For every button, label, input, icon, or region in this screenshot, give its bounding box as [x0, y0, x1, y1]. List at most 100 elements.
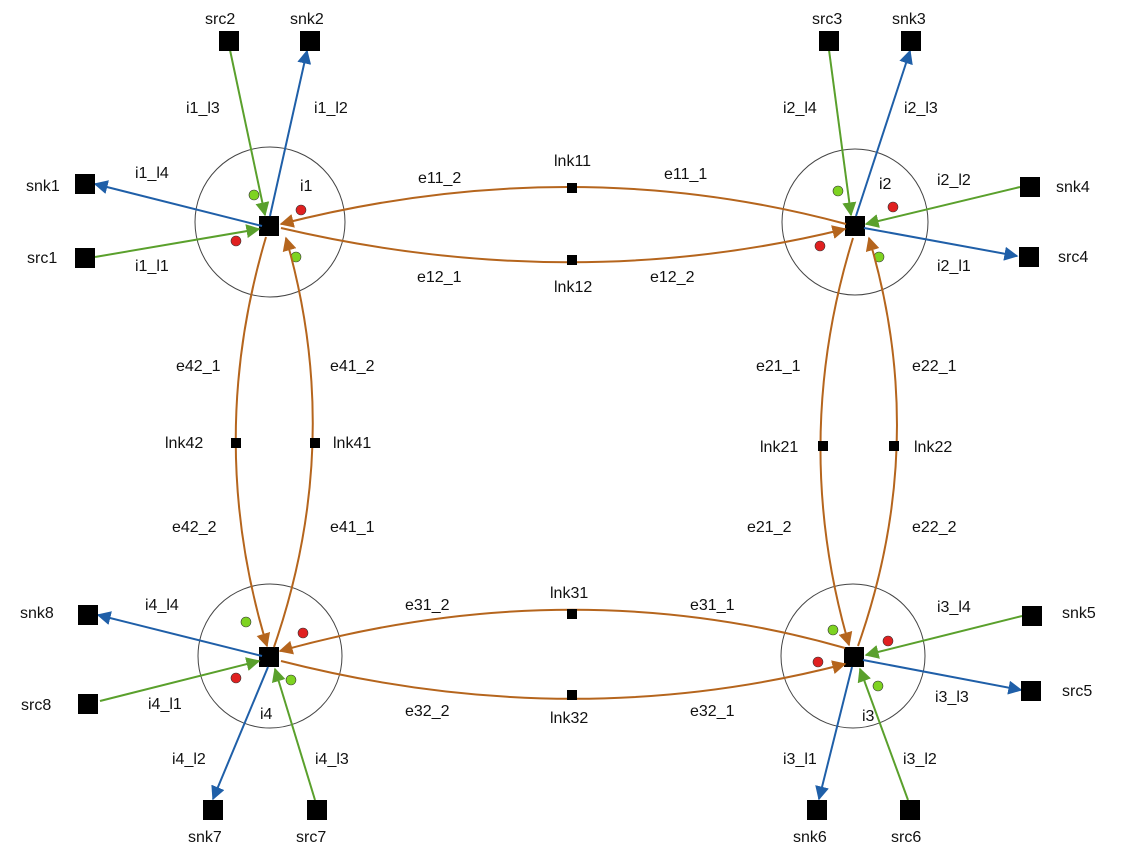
- terminal-src3[interactable]: [819, 31, 839, 51]
- edge-label: e41_1: [330, 519, 375, 536]
- intersection-label: i2: [879, 176, 892, 193]
- edge-labels: e11_2 e11_1 e12_1 e12_2 e31_2 e31_1 e32_…: [172, 166, 957, 720]
- link-label: lnk11: [554, 153, 591, 170]
- link-labels: lnk11 lnk12 lnk31 lnk32 lnk42 lnk41 lnk2…: [165, 153, 952, 727]
- lane-label: i3_l4: [937, 599, 971, 616]
- lane-label: i2_l1: [937, 258, 971, 275]
- lane-i2_l2[interactable]: [864, 186, 1021, 228]
- lane-label: i2_l4: [783, 100, 817, 117]
- terminal-src4[interactable]: [1019, 247, 1039, 267]
- signal-red-dot: [297, 627, 309, 639]
- lane-arrows: [93, 49, 1023, 801]
- terminal-snk8[interactable]: [78, 605, 98, 625]
- lane-label: i2_l3: [904, 100, 938, 117]
- lane-i3_l1[interactable]: [815, 666, 853, 801]
- lane-i1_l3[interactable]: [229, 49, 270, 217]
- lane-i4_l3[interactable]: [271, 667, 316, 801]
- edge-label: e42_2: [172, 519, 217, 536]
- lane-i3_l4[interactable]: [864, 615, 1023, 659]
- lane-label: i4_l1: [148, 696, 182, 713]
- lane-label: i4_l4: [145, 597, 179, 614]
- edge-e41[interactable]: [273, 236, 314, 648]
- edge-e11[interactable]: [279, 186, 847, 228]
- terminals: [75, 31, 1042, 820]
- edge-label: e11_1: [664, 166, 707, 183]
- terminal-snk5[interactable]: [1022, 606, 1042, 626]
- terminal-label: snk8: [20, 605, 54, 622]
- signal-green-dot: [285, 674, 297, 686]
- link-label: lnk31: [550, 585, 588, 602]
- lane-label: i4_l2: [172, 751, 206, 768]
- edge-label: e32_1: [690, 703, 735, 720]
- signal-red-dot: [230, 235, 242, 247]
- terminal-label: snk4: [1056, 179, 1090, 196]
- intersection-circle: [194, 146, 346, 298]
- signal-red-dot: [812, 656, 824, 668]
- terminal-label: src7: [296, 829, 326, 846]
- edge-e12[interactable]: [280, 225, 847, 264]
- edge-label: e12_2: [650, 269, 695, 286]
- lane-i4_l4[interactable]: [96, 611, 263, 657]
- link-marker-lnk21[interactable]: [818, 441, 828, 451]
- terminal-label: src3: [812, 11, 842, 28]
- edge-label: e32_2: [405, 703, 450, 720]
- signal-red-dot: [887, 201, 899, 213]
- terminal-snk7[interactable]: [203, 800, 223, 820]
- lane-label: i1_l3: [186, 100, 220, 117]
- intersection-i1: i1: [194, 146, 346, 298]
- lane-i2_l3[interactable]: [855, 49, 913, 217]
- link-marker-lnk11[interactable]: [567, 183, 577, 193]
- link-marker-lnk31[interactable]: [567, 609, 577, 619]
- lane-i1_l2[interactable]: [269, 49, 312, 217]
- intersection-node[interactable]: [259, 216, 279, 236]
- terminal-snk6[interactable]: [807, 800, 827, 820]
- link-marker-lnk12[interactable]: [567, 255, 577, 265]
- terminal-snk3[interactable]: [901, 31, 921, 51]
- edge-e32[interactable]: [280, 660, 847, 700]
- link-marker-lnk42[interactable]: [231, 438, 241, 448]
- link-label: lnk21: [760, 439, 798, 456]
- intersection-node[interactable]: [259, 647, 279, 667]
- lane-label: i4_l3: [315, 751, 349, 768]
- link-marker-lnk22[interactable]: [889, 441, 899, 451]
- terminal-src8[interactable]: [78, 694, 98, 714]
- link-label: lnk32: [550, 710, 588, 727]
- terminal-label: snk6: [793, 829, 827, 846]
- edge-e31[interactable]: [278, 608, 846, 655]
- intersection-i3: i3: [780, 583, 926, 729]
- lane-i4_l1[interactable]: [99, 657, 261, 702]
- terminal-src2[interactable]: [219, 31, 239, 51]
- lane-i4_l2[interactable]: [211, 666, 269, 801]
- terminal-label: snk1: [26, 178, 60, 195]
- lane-label: i3_l2: [903, 751, 937, 768]
- lane-i3_l2[interactable]: [857, 667, 909, 801]
- lane-i1_l4[interactable]: [93, 180, 263, 227]
- terminal-src5[interactable]: [1021, 681, 1041, 701]
- terminal-src6[interactable]: [900, 800, 920, 820]
- lane-i2_l1[interactable]: [863, 227, 1019, 261]
- lane-labels: i1_l3 i1_l2 i1_l4 i1_l1 i2_l4 i2_l3 i2_l…: [135, 100, 971, 768]
- lane-label: i1_l2: [314, 100, 348, 117]
- intersection-node[interactable]: [845, 216, 865, 236]
- signal-green-dot: [248, 189, 260, 201]
- intersection-node[interactable]: [844, 647, 864, 667]
- signal-red-dot: [882, 635, 894, 647]
- terminal-label: src5: [1062, 683, 1092, 700]
- edge-label: e21_2: [747, 519, 792, 536]
- terminal-snk2[interactable]: [300, 31, 320, 51]
- link-marker-lnk32[interactable]: [567, 690, 577, 700]
- terminal-src1[interactable]: [75, 248, 95, 268]
- lane-i3_l3[interactable]: [862, 659, 1023, 695]
- link-marker-lnk41[interactable]: [310, 438, 320, 448]
- lane-i2_l4[interactable]: [828, 49, 857, 217]
- terminal-snk1[interactable]: [75, 174, 95, 194]
- edge-label: e11_2: [418, 170, 461, 187]
- terminal-snk4[interactable]: [1020, 177, 1040, 197]
- signal-red-dot: [230, 672, 242, 684]
- terminal-src7[interactable]: [307, 800, 327, 820]
- intersection-circle: [197, 583, 343, 729]
- lane-i1_l1[interactable]: [94, 224, 261, 258]
- lane-label: i1_l1: [135, 258, 169, 275]
- link-label: lnk12: [554, 279, 592, 296]
- lane-label: i1_l4: [135, 165, 169, 182]
